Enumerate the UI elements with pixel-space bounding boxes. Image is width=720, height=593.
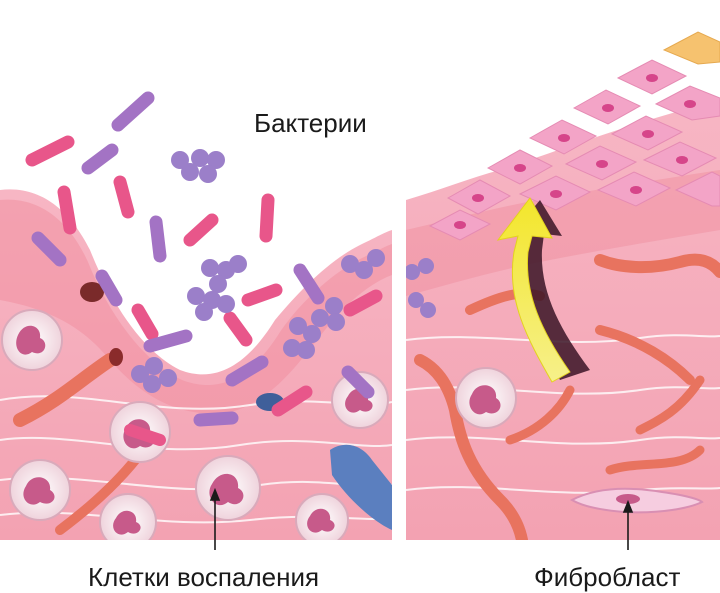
bacteria-label: Бактерии xyxy=(254,108,367,139)
left-panel-infection xyxy=(0,98,392,550)
right-panel-healing xyxy=(404,32,720,540)
coccus-cluster-icon xyxy=(201,255,247,293)
rod-bacterium-icon xyxy=(230,318,246,340)
epithelial-cell-icon xyxy=(618,60,686,94)
rod-bacterium-icon xyxy=(118,98,148,125)
rod-bacterium-icon xyxy=(248,290,276,300)
inflammatory-cell-icon xyxy=(100,494,156,550)
rod-bacterium-icon xyxy=(32,142,68,160)
inflammatory-cell-icon xyxy=(456,368,516,428)
epithelial-cell-icon xyxy=(656,86,720,120)
rod-bacterium-icon xyxy=(266,200,268,236)
epithelial-cell-icon xyxy=(574,90,640,124)
panel-divider xyxy=(392,0,406,540)
fibroblast-label: Фибробласт xyxy=(534,562,680,593)
rod-bacterium-icon xyxy=(156,222,160,256)
rod-bacterium-icon xyxy=(138,310,152,334)
rod-bacterium-icon xyxy=(88,150,112,168)
inflammatory-cell-icon xyxy=(196,456,260,520)
rod-bacterium-icon xyxy=(200,418,232,420)
rod-bacterium-icon xyxy=(64,192,70,228)
rod-bacterium-icon xyxy=(120,182,128,212)
inflammatory-cell-icon xyxy=(296,494,348,546)
inflammation-cells-label: Клетки воспаления xyxy=(88,562,319,593)
epithelial-cell-icon xyxy=(664,32,720,64)
coccus-cluster-icon xyxy=(171,149,225,183)
inflammatory-cell-icon xyxy=(10,460,70,520)
inflammatory-cell-icon xyxy=(2,310,62,370)
rod-bacterium-icon xyxy=(190,220,212,240)
